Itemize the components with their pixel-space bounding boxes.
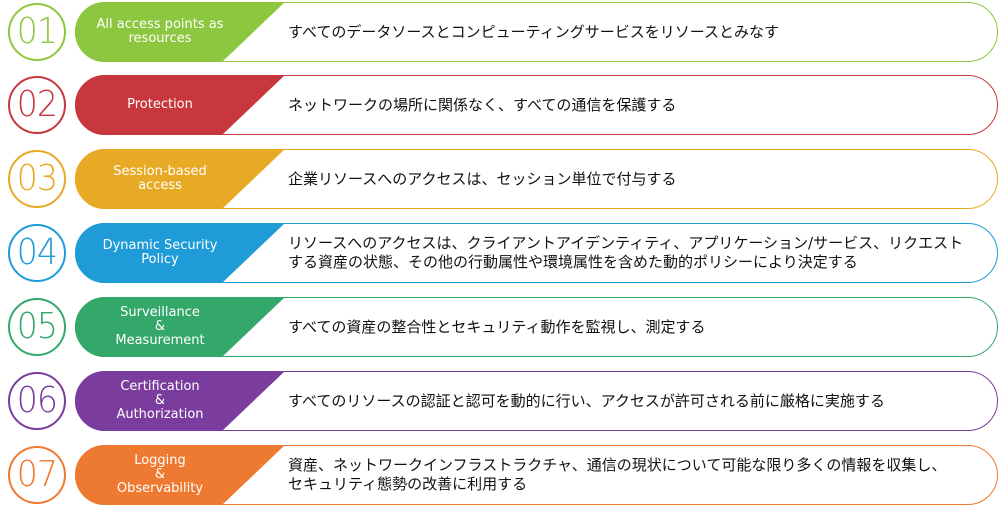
- principle-description: すべてのリソースの認証と認可を動的に行い、アクセスが許可される前に厳格に実施する: [288, 391, 885, 410]
- number-circle: 05: [8, 298, 66, 356]
- principle-row-6: 06 Certification & Authorization すべてのリソー…: [0, 369, 1000, 433]
- principle-label: All access points as resources: [96, 17, 224, 46]
- principle-label: Session-based access: [113, 164, 207, 193]
- number-circle: 01: [8, 3, 66, 61]
- principle-row-1: 01 All access points as resources すべてのデー…: [0, 0, 1000, 64]
- principle-description: すべてのデータソースとコンピューティングサービスをリソースとみなす: [288, 22, 779, 41]
- principle-description: リソースへのアクセスは、クライアントアイデンティティ、アプリケーション/サービス…: [288, 234, 964, 271]
- principle-row-4: 04 Dynamic Security Policy リソースへのアクセスは、ク…: [0, 221, 1000, 285]
- principle-description: すべての資産の整合性とセキュリティ動作を監視し、測定する: [288, 317, 706, 336]
- principle-label: Logging & Observability: [116, 453, 204, 496]
- number-circle: 07: [8, 446, 66, 504]
- principle-number: 05: [16, 306, 58, 347]
- principle-row-3: 03 Session-based access 企業リソースへのアクセスは、セッ…: [0, 147, 1000, 211]
- number-circle: 02: [8, 76, 66, 134]
- number-circle: 03: [8, 150, 66, 208]
- principle-label: Dynamic Security Policy: [102, 238, 218, 267]
- principle-row-2: 02 Protection ネットワークの場所に関係なく、すべての通信を保護する: [0, 73, 1000, 137]
- principle-number: 01: [16, 11, 58, 52]
- principle-number: 07: [16, 454, 58, 495]
- principle-number: 02: [16, 84, 58, 125]
- principle-row-5: 05 Surveillance & Measurement すべての資産の整合性…: [0, 295, 1000, 359]
- principle-number: 06: [16, 380, 58, 421]
- principle-row-7: 07 Logging & Observability 資産、ネットワークインフラ…: [0, 443, 1000, 507]
- principle-number: 04: [16, 232, 58, 273]
- principle-label: Certification & Authorization: [116, 379, 204, 422]
- principle-description: ネットワークの場所に関係なく、すべての通信を保護する: [288, 95, 677, 114]
- number-circle: 04: [8, 224, 66, 282]
- principle-label: Surveillance & Measurement: [115, 305, 205, 348]
- principle-description: 資産、ネットワークインフラストラクチャ、通信の現状について可能な限り多くの情報を…: [288, 456, 947, 493]
- principle-label: Protection: [127, 97, 193, 112]
- number-circle: 06: [8, 372, 66, 430]
- principle-number: 03: [16, 158, 58, 199]
- principle-description: 企業リソースへのアクセスは、セッション単位で付与する: [288, 169, 677, 188]
